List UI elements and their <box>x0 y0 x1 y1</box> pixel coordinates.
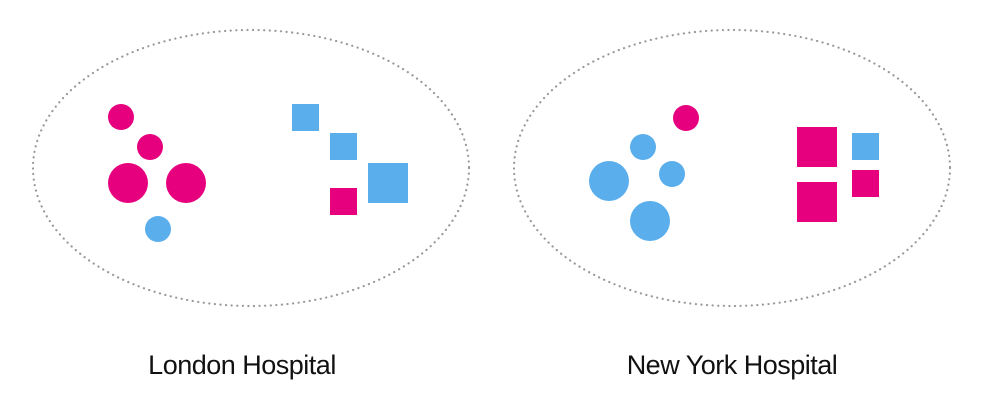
new-york-circle-3 <box>589 161 629 201</box>
new-york-circle-2 <box>630 134 656 160</box>
london-hospital-label: London Hospital <box>148 350 336 380</box>
new-york-hospital-boundary <box>512 28 952 308</box>
new-york-hospital-label: New York Hospital <box>627 350 838 380</box>
new-york-hospital-group: New York Hospital <box>512 28 952 380</box>
london-circle-5 <box>145 216 171 242</box>
new-york-square-2 <box>852 133 879 160</box>
london-square-2 <box>330 133 357 160</box>
new-york-circle-5 <box>630 201 670 241</box>
new-york-circle-4 <box>659 161 685 187</box>
london-circle-1 <box>108 104 134 130</box>
london-square-4 <box>330 188 357 215</box>
london-square-1 <box>292 104 319 131</box>
london-hospital-boundary <box>31 28 471 308</box>
london-circle-2 <box>137 134 163 160</box>
new-york-square-1 <box>797 127 837 167</box>
london-circle-4 <box>166 163 206 203</box>
london-hospital-group: London Hospital <box>31 28 471 380</box>
london-square-3 <box>368 163 408 203</box>
new-york-circle-1 <box>673 105 699 131</box>
london-circle-3 <box>108 163 148 203</box>
new-york-square-4 <box>852 170 879 197</box>
new-york-square-3 <box>797 182 837 222</box>
